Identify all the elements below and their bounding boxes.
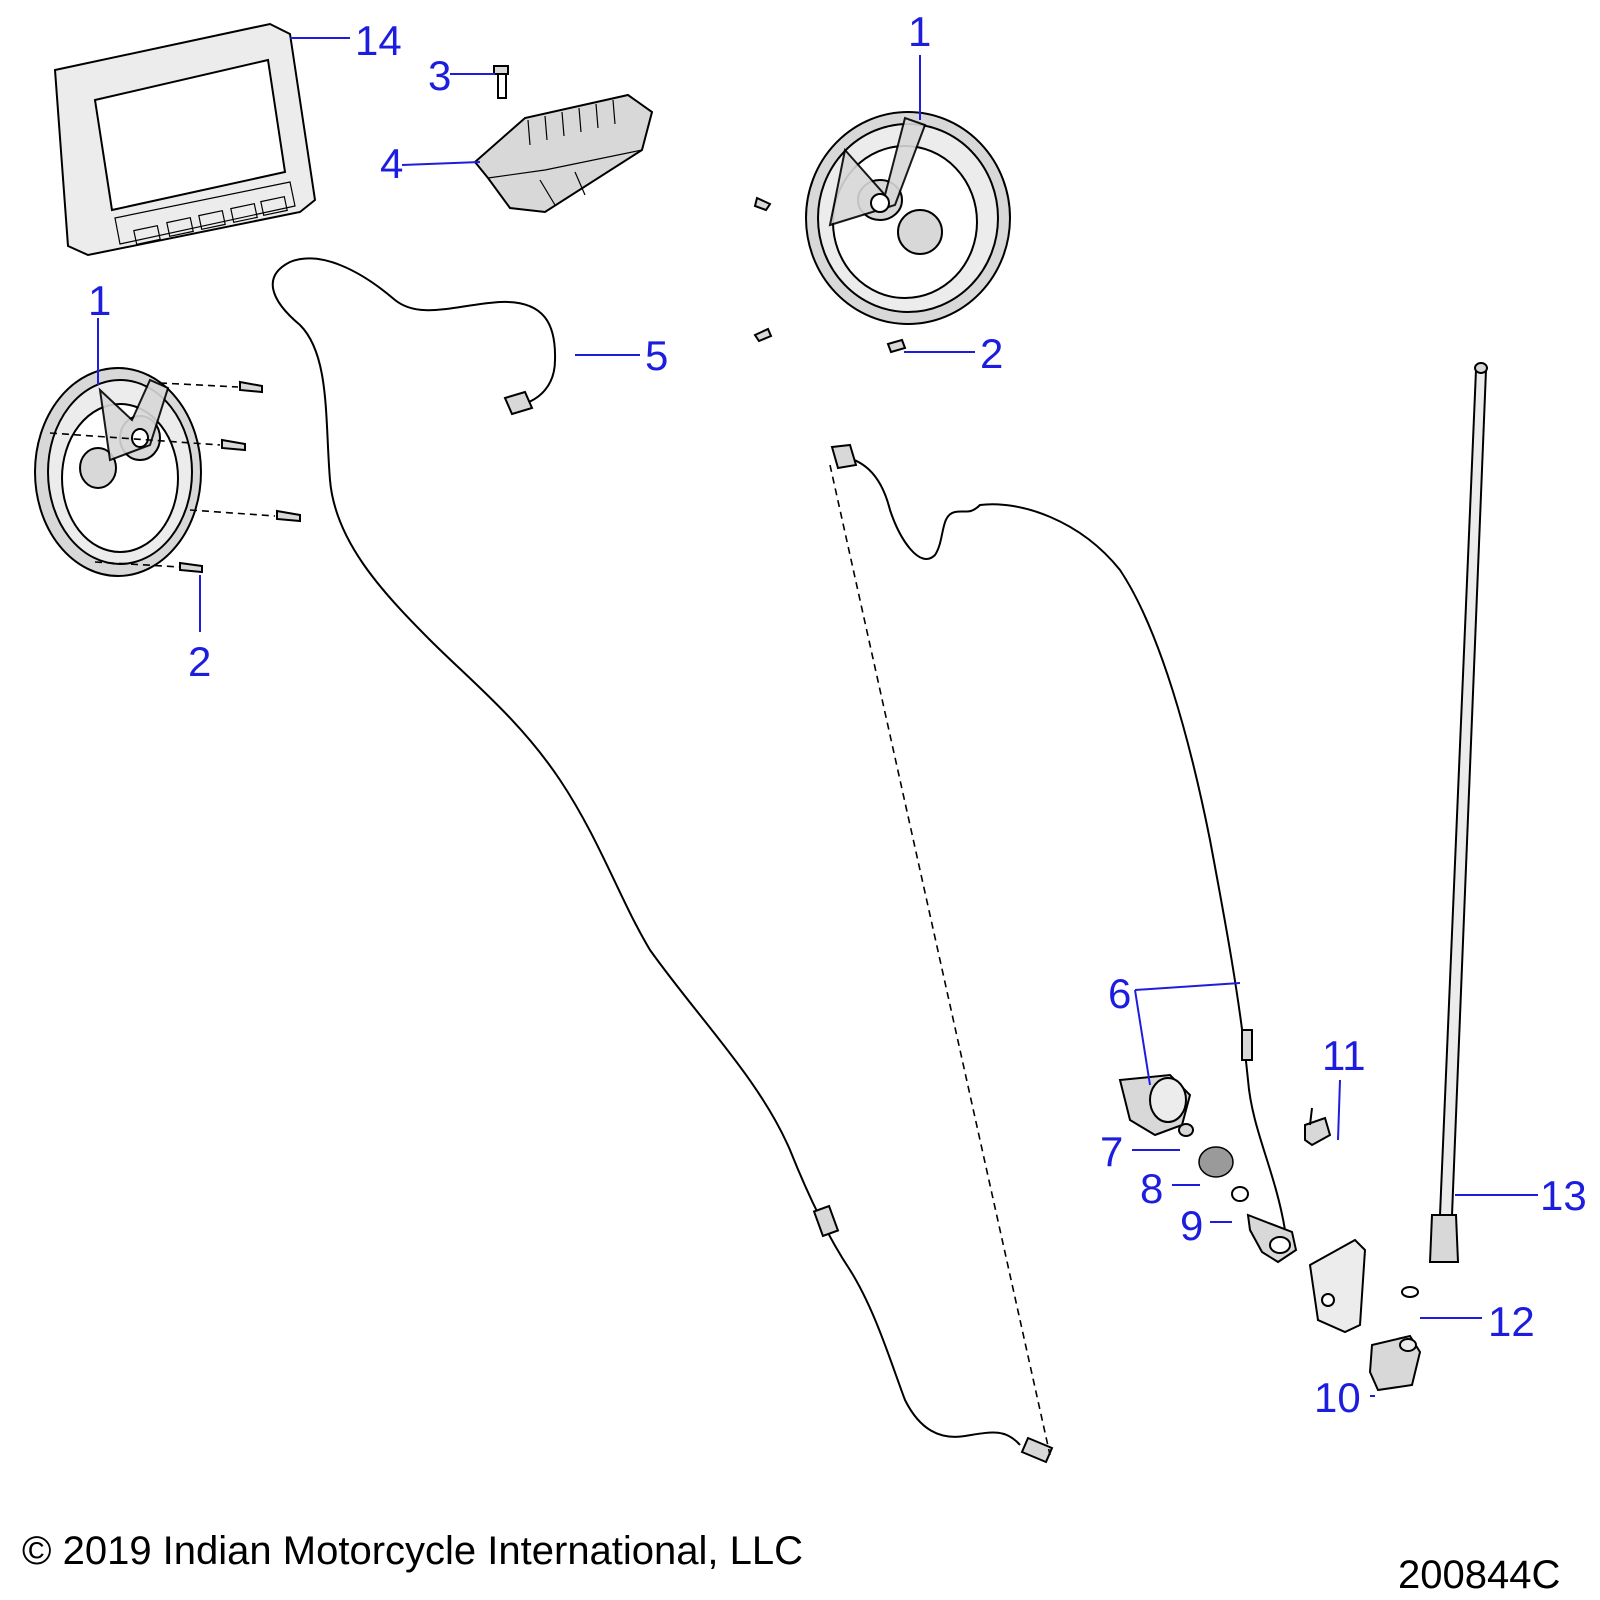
nut-part-7 [1178, 1123, 1194, 1137]
leader-11 [1337, 1079, 1341, 1141]
display-unit [53, 22, 317, 257]
washer-part-12 [1401, 1286, 1419, 1298]
antenna-cable-6 [830, 443, 1298, 1264]
antenna-mast-13 [1428, 362, 1488, 1263]
cable-harness-5 [271, 257, 1054, 1464]
callout-12: 12 [1488, 1298, 1535, 1345]
callout-1-right: 1 [908, 8, 931, 55]
callout-13: 13 [1540, 1172, 1587, 1219]
callout-10: 10 [1314, 1374, 1361, 1421]
callout-4: 4 [380, 140, 403, 187]
screws-right-speaker [753, 196, 907, 354]
copyright-text: © 2019 Indian Motorcycle International, … [22, 1529, 803, 1573]
washer-part-8 [1198, 1146, 1234, 1178]
antenna-base-grommet [1118, 1073, 1192, 1137]
speaker-left [34, 367, 202, 577]
callout-7: 7 [1100, 1128, 1123, 1175]
amplifier-module [473, 93, 654, 214]
callout-5: 5 [645, 332, 668, 379]
callout-6: 6 [1108, 970, 1131, 1017]
bolt-part-3 [493, 65, 509, 99]
clip-part-11 [1304, 1107, 1332, 1147]
oring-part-9 [1231, 1186, 1249, 1202]
callout-14: 14 [355, 17, 402, 64]
callout-8: 8 [1140, 1165, 1163, 1212]
callout-2-right: 2 [980, 330, 1003, 377]
callout-11: 11 [1322, 1032, 1366, 1079]
antenna-bracket [1308, 1238, 1367, 1334]
leader-6 [1134, 982, 1241, 1086]
callout-1-left: 1 [88, 277, 111, 324]
antenna-base-cap-10 [1368, 1334, 1422, 1392]
callout-3: 3 [428, 52, 451, 99]
drawing-number: 200844C [1398, 1553, 1560, 1597]
callout-2-left: 2 [188, 638, 211, 685]
callout-9: 9 [1180, 1202, 1203, 1249]
leader-4 [401, 161, 481, 166]
screws-left-speaker [179, 380, 301, 574]
speaker-right [805, 111, 1011, 325]
